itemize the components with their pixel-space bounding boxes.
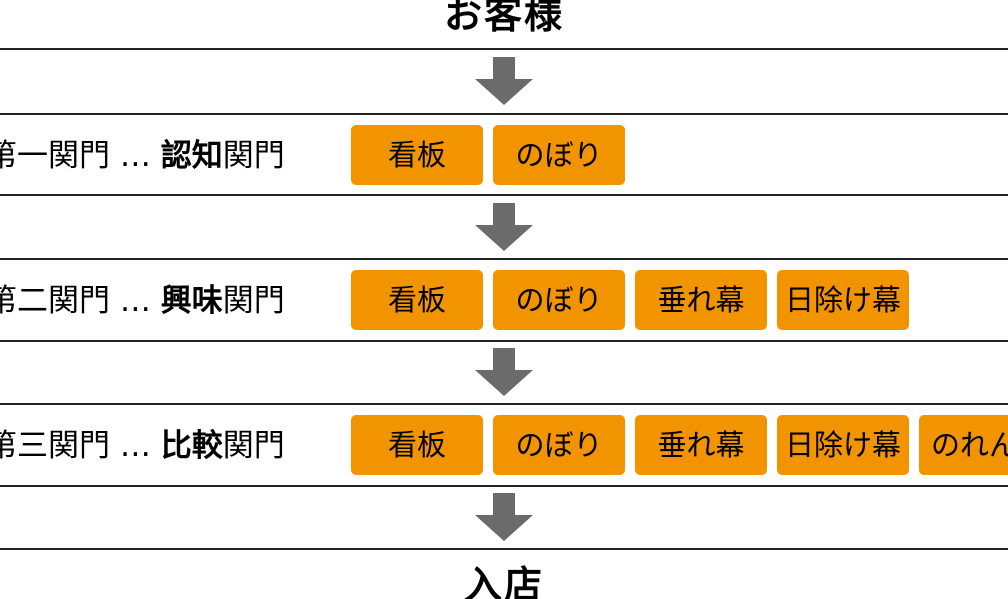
- divider-line: [0, 403, 1008, 405]
- stage-3-label: 第三関門 … 比較関門: [0, 428, 336, 464]
- divider-line: [0, 48, 1008, 50]
- divider-line: [0, 258, 1008, 260]
- stage-3-prefix: 第三関門: [0, 428, 110, 464]
- down-arrow-icon: [475, 203, 533, 251]
- divider-line: [0, 194, 1008, 196]
- down-arrow-icon: [475, 348, 533, 396]
- stage-3-tag: 垂れ幕: [635, 415, 767, 475]
- top-title: お客様: [443, 0, 564, 37]
- stage-1-tag: のぼり: [493, 125, 625, 185]
- stage-3-tag: 看板: [351, 415, 483, 475]
- stage-1-strong: 認知: [160, 138, 223, 174]
- stage-3-tag: のぼり: [493, 415, 625, 475]
- stage-1-prefix: 第一関門: [0, 138, 110, 174]
- down-arrow-icon: [475, 493, 533, 541]
- stage-2-tag: 看板: [351, 270, 483, 330]
- stage-2-tag: 垂れ幕: [635, 270, 767, 330]
- stage-3-suffix: 関門: [222, 428, 285, 464]
- stage-2-label: 第二関門 … 興味関門: [0, 283, 336, 319]
- stage-2-ellipsis: …: [119, 283, 151, 319]
- stage-3-strong: 比較: [160, 428, 223, 464]
- stage-3-tag: 日除け幕: [777, 415, 909, 475]
- stage-1-suffix: 関門: [222, 138, 285, 174]
- stage-2-tag: 日除け幕: [777, 270, 909, 330]
- stage-2-prefix: 第二関門: [0, 283, 110, 319]
- stage-2-tag: のぼり: [493, 270, 625, 330]
- bottom-title: 入店: [463, 563, 544, 599]
- divider-line: [0, 340, 1008, 342]
- stage-2-strong: 興味: [160, 283, 223, 319]
- down-arrow-icon: [475, 57, 533, 105]
- divider-line: [0, 485, 1008, 487]
- stage-1-tag: 看板: [351, 125, 483, 185]
- stage-1-ellipsis: …: [119, 138, 151, 174]
- divider-line: [0, 548, 1008, 550]
- stage-1-label: 第一関門 … 認知関門: [0, 138, 336, 174]
- divider-line: [0, 113, 1008, 115]
- stage-3-ellipsis: …: [119, 428, 151, 464]
- stage-3-tag: のれん: [919, 415, 1008, 475]
- stage-2-suffix: 関門: [222, 283, 285, 319]
